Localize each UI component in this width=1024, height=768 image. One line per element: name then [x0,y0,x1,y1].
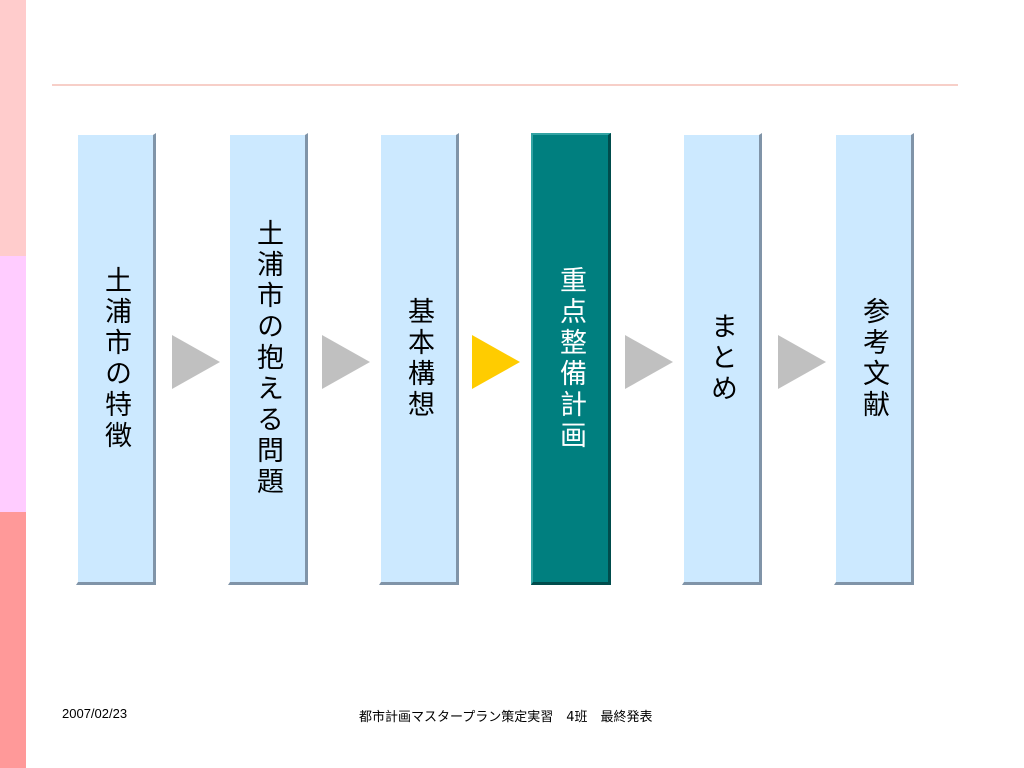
step-box-6[interactable]: 参考文献 [834,133,914,585]
step-label-6: 参考文献 [858,296,889,421]
title-divider [52,84,958,86]
arrow-icon-4 [625,335,673,389]
arrow-icon-2 [322,335,370,389]
footer-title: 都市計画マスタープラン策定実習 4班 最終発表 [359,710,653,725]
step-label-2: 土浦市の抱える問題 [252,219,283,498]
step-label-5: まとめ [706,312,737,405]
step-box-4-current[interactable]: 重点整備計画 [531,133,611,585]
step-box-3[interactable]: 基本構想 [379,133,459,585]
arrow-icon-5 [778,335,826,389]
arrow-icon-1 [172,335,220,389]
footer-date: 2007/02/23 [62,706,128,721]
side-bar-middle [0,256,26,512]
arrow-icon-3-current [472,335,520,389]
side-bar-top [0,0,26,256]
step-label-4: 重点整備計画 [555,265,586,452]
step-label-1: 土浦市の特徴 [100,265,131,452]
step-box-1[interactable]: 土浦市の特徴 [76,133,156,585]
step-label-3: 基本構想 [403,296,434,421]
step-box-5[interactable]: まとめ [682,133,762,585]
step-box-2[interactable]: 土浦市の抱える問題 [228,133,308,585]
side-bar-bottom [0,512,26,768]
